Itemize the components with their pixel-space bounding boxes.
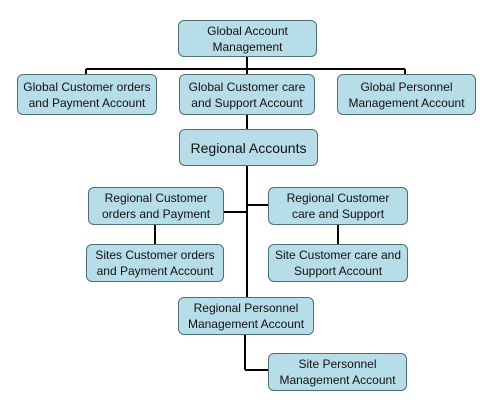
node-global-personnel: Global Personnel Management Account: [337, 74, 476, 115]
node-regional-customer-care: Regional Customer care and Support: [268, 187, 408, 225]
node-regional-accounts: Regional Accounts: [179, 129, 318, 166]
node-site-customer-care: Site Customer care and Support Account: [268, 244, 408, 282]
node-global-customer-care: Global Customer care and Support Account: [179, 74, 315, 115]
node-global-customer-orders: Global Customer orders and Payment Accou…: [17, 74, 157, 115]
node-global-account-management: Global Account Management: [178, 20, 317, 57]
node-regional-personnel: Regional Personnel Management Account: [178, 297, 314, 335]
node-regional-customer-orders: Regional Customer orders and Payment: [88, 187, 224, 225]
node-sites-customer-orders: Sites Customer orders and Payment Accoun…: [86, 244, 224, 282]
node-site-personnel: Site Personnel Management Account: [268, 353, 407, 391]
